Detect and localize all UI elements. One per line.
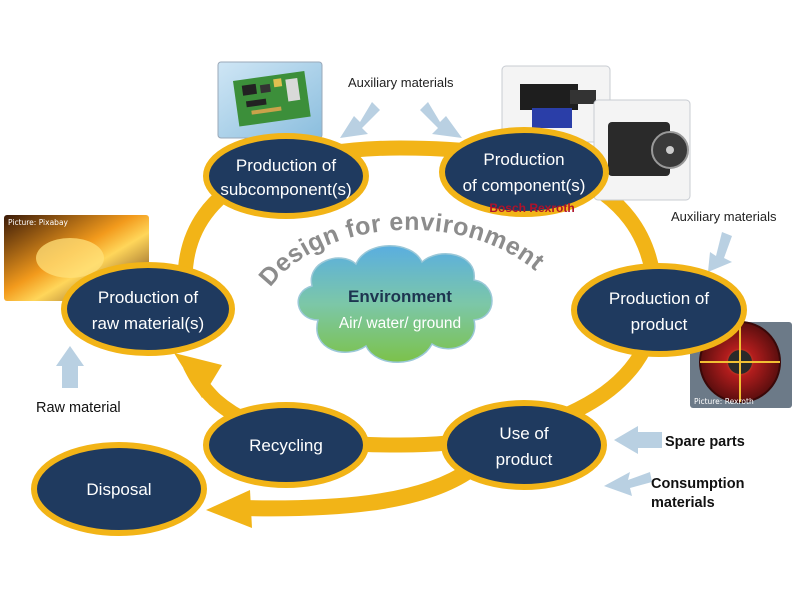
node-raw-material: Production of raw material(s) [61,262,235,356]
node-use-line2: product [496,450,553,469]
environment-subtitle: Air/ water/ ground [339,315,461,332]
node-subcomponent-line1: Production of [236,156,336,175]
aux-materials-right-label: Auxiliary materials [671,209,777,224]
environment-cloud: Environment Air/ water/ ground [297,245,493,363]
node-recycling: Recycling [203,402,369,488]
aux-arrow-subcomponent [340,102,380,138]
valve-motor-picture [501,65,691,201]
node-component-line1: Production [483,150,564,169]
disposal-arrowhead [206,490,252,528]
consumption-label-line1: Consumption [651,476,744,492]
input-arrows [56,102,732,496]
recycling-arc [183,361,221,406]
node-disposal: Disposal [31,442,207,536]
aux-arrow-component [420,102,462,138]
node-use: Use of product [441,400,607,490]
pixabay-caption: Picture: Pixabay [8,218,69,227]
aux-materials-top-label: Auxiliary materials [348,75,454,90]
aux-arrow-product [708,232,732,272]
node-product-line1: Production of [609,289,709,308]
spare-parts-label: Spare parts [665,434,745,450]
spare-parts-arrow [614,426,662,454]
node-use-line1: Use of [499,424,548,443]
node-recycling-label: Recycling [249,436,323,455]
raw-material-label: Raw material [36,400,121,416]
raw-material-arrow [56,346,84,388]
node-component: Production of component(s) Bosch Rexroth [439,127,609,217]
consumption-label-line2: materials [651,495,715,511]
node-product-line2: product [631,315,688,334]
disposal-arrow [239,463,475,517]
node-disposal-label: Disposal [86,480,151,499]
bosch-rexroth-watermark: Bosch Rexroth [489,201,574,215]
node-raw-line1: Production of [98,288,198,307]
node-product: Production of product [571,263,747,357]
environment-title: Environment [348,287,452,306]
consumption-arrow [604,472,652,496]
node-subcomponent: Production of subcomponent(s) [203,133,369,219]
rexroth-caption: Picture: Rexroth [694,397,754,406]
node-subcomponent-line2: subcomponent(s) [220,180,351,199]
circuit-board-picture [217,61,323,139]
node-component-line2: of component(s) [463,176,586,195]
node-raw-line2: raw material(s) [92,314,204,333]
